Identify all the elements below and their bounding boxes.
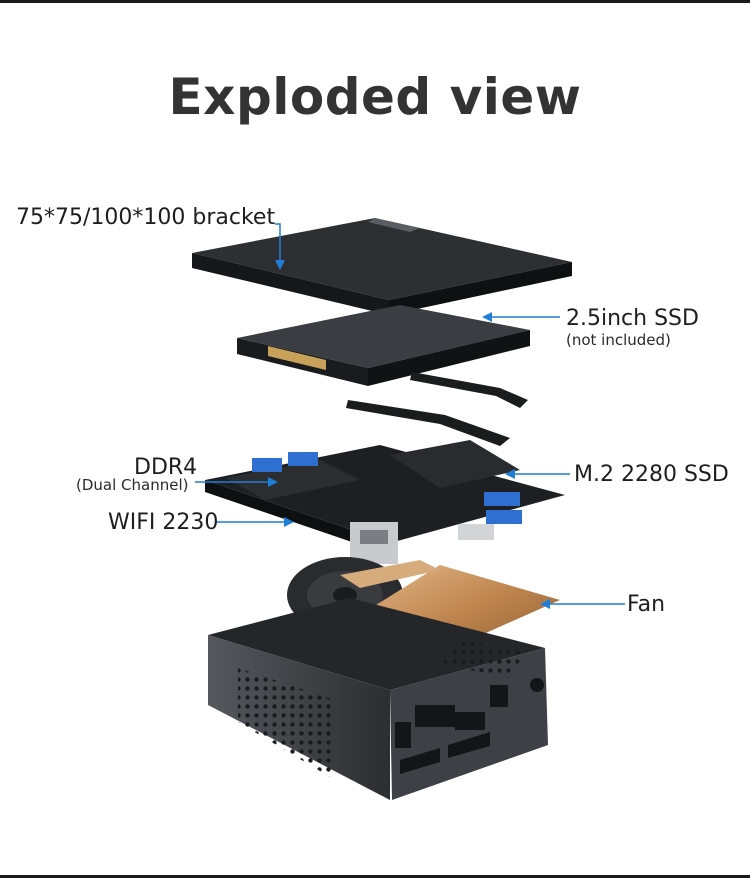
bottom-rule <box>0 875 750 878</box>
motherboard <box>205 440 565 564</box>
fan-label: Fan <box>627 592 666 617</box>
ssd-drive <box>237 305 530 386</box>
wifi-label: WIFI 2230 <box>108 510 219 535</box>
top-rule <box>0 0 750 3</box>
leader-lines <box>195 223 625 609</box>
chassis <box>208 598 548 800</box>
ddr4-note: (Dual Channel) <box>76 476 189 494</box>
bracket-plate <box>192 218 572 315</box>
bracket-label: 75*75/100*100 bracket <box>16 205 276 230</box>
m2-label: M.2 2280 SSD <box>574 462 729 487</box>
page-title: Exploded view <box>168 68 582 126</box>
ssd-label: 2.5inch SSD <box>566 306 699 331</box>
ssd-note: (not included) <box>566 331 671 349</box>
bracket-leader <box>275 223 285 270</box>
ddr4-label: DDR4 <box>134 455 198 480</box>
drive-rails <box>346 372 528 446</box>
